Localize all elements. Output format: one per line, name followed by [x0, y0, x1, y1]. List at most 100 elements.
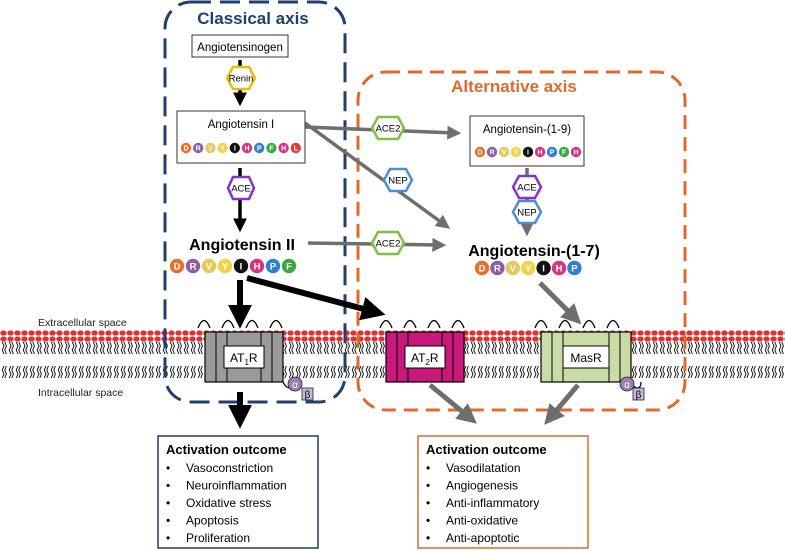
residue-bead: [289, 141, 302, 154]
residue-letter: F: [562, 150, 567, 157]
residue-bead: [232, 257, 249, 274]
outcome-item: Neuroinflammation: [186, 479, 287, 493]
residue-letter: D: [183, 146, 188, 153]
intracellular-label: Intracellular space: [38, 387, 123, 399]
ace2-mid-badge: ACE2: [370, 230, 406, 256]
outcome-item: Vasodilatation: [446, 461, 521, 475]
residue-letter: P: [270, 261, 277, 272]
at2r-subscript: 2: [425, 358, 430, 367]
masr-alpha: α: [624, 380, 630, 391]
ace-right-badge: ACE: [511, 174, 543, 200]
ace-label: ACE: [231, 184, 251, 195]
residue-bead: [509, 145, 522, 158]
nep-right-label: NEP: [517, 208, 537, 219]
residue-letter: H: [556, 263, 563, 274]
residue-bead: [184, 257, 201, 274]
residue-letter: Y: [514, 150, 519, 157]
outcome-item: Apoptosis: [186, 514, 239, 528]
ace2-top-badge: ACE2: [370, 115, 406, 141]
classical-axis-title: Classical axis: [197, 9, 309, 28]
outcome-item: Proliferation: [186, 531, 250, 545]
list-bullet: •: [426, 514, 430, 528]
residue-letter: V: [206, 261, 213, 272]
residue-letter: D: [479, 263, 486, 274]
residue-letter: H: [254, 261, 261, 272]
residue-bead: [264, 257, 281, 274]
list-bullet: •: [166, 514, 170, 528]
residue-letter: V: [502, 150, 507, 157]
residue-bead: [473, 145, 486, 158]
residue-bead: [277, 141, 290, 154]
arrow-at2r-outcome: [428, 383, 477, 424]
at1r-beta: β: [305, 390, 311, 401]
list-bullet: •: [426, 461, 430, 475]
angiotensin-1-box: [176, 110, 306, 164]
at2r-receptor: AT2R: [379, 319, 465, 383]
residue-letter: L: [294, 146, 299, 153]
alternative-outcome-list: • Vasodilatation • Angiogenesis • Anti-inflam…: [426, 461, 539, 545]
angiotensin-1-7-label: Angiotensin-(1-7): [468, 243, 600, 260]
residue-bead: [228, 141, 241, 154]
residue-bead: [204, 141, 217, 154]
angiotensinogen-box: [191, 34, 289, 58]
residue-letter: D: [174, 261, 181, 272]
classical-outcome-box: Activation outcome • Vasoconstriction • Neu…: [157, 435, 319, 549]
arrow-ang1-ang17: [303, 121, 451, 229]
at2r-label: AT: [411, 351, 426, 365]
masr-beta: β: [636, 390, 642, 401]
at1r-receptor: AT1R α β: [197, 319, 314, 401]
residue-letter: R: [494, 263, 501, 274]
list-bullet: •: [426, 496, 430, 510]
residue-letter: I: [234, 146, 236, 153]
extracellular-label: Extracellular space: [38, 317, 127, 329]
residue-letter: I: [542, 263, 545, 274]
residue-bead: [570, 145, 583, 158]
residue-bead: [240, 141, 253, 154]
residue-bead: [558, 145, 571, 158]
masr-receptor: MasR α β: [534, 319, 645, 401]
residue-letter: H: [573, 150, 578, 157]
outcome-item: Angiogenesis: [446, 479, 518, 493]
angiotensin-2-label: Angiotensin II: [189, 237, 295, 254]
residue-bead: [485, 145, 498, 158]
classical-axis-box: [163, 0, 347, 404]
residue-bead: [168, 257, 185, 274]
residue-letter: Y: [525, 263, 532, 274]
angiotensin-1-9-label: Angiotensin-(1-9): [483, 124, 571, 136]
alternative-axis-title: Alternative axis: [451, 77, 577, 96]
renin-badge: Renin: [225, 65, 257, 91]
residue-letter: V: [510, 263, 517, 274]
residue-letter: I: [527, 150, 529, 157]
nep-left-label: NEP: [388, 176, 408, 187]
residue-bead: [497, 145, 510, 158]
alternative-axis-box: [356, 70, 687, 412]
classical-outcome-list: •Vasoconstriction•Neuroinflammation•Oxid…: [166, 461, 287, 545]
list-bullet: •: [426, 531, 430, 545]
alternative-outcome-title: Activation outcome: [426, 442, 547, 457]
residue-letter: D: [477, 150, 482, 157]
residue-letter: R: [489, 150, 494, 157]
residue-letter: Y: [220, 146, 225, 153]
outcome-item: Anti-inflammatory: [446, 496, 539, 510]
residue-letter: V: [208, 146, 213, 153]
ace2-top-label: ACE2: [376, 124, 401, 135]
list-bullet: •: [166, 479, 170, 493]
nep-left-badge: NEP: [382, 167, 414, 193]
residue-bead: [534, 145, 547, 158]
outcome-item: Vasoconstriction: [186, 461, 273, 475]
residue-letter: I: [240, 261, 243, 272]
residue-bead: [192, 141, 205, 154]
at1r-suffix: R: [249, 351, 258, 365]
alternative-outcome-box: Activation outcome • Vasodilatation • Angio…: [417, 435, 589, 549]
residue-bead: [216, 257, 233, 274]
residue-letter: H: [244, 146, 249, 153]
outcome-item: Anti-oxidative: [446, 514, 518, 528]
svg-text:AT2R: AT2R: [411, 351, 439, 367]
residue-letter: Y: [222, 261, 229, 272]
classical-outcome-title: Activation outcome: [166, 442, 287, 457]
residue-letter: P: [257, 146, 262, 153]
residue-letter: P: [550, 150, 555, 157]
ace-badge: ACE: [226, 175, 256, 201]
list-bullet: •: [166, 496, 170, 510]
